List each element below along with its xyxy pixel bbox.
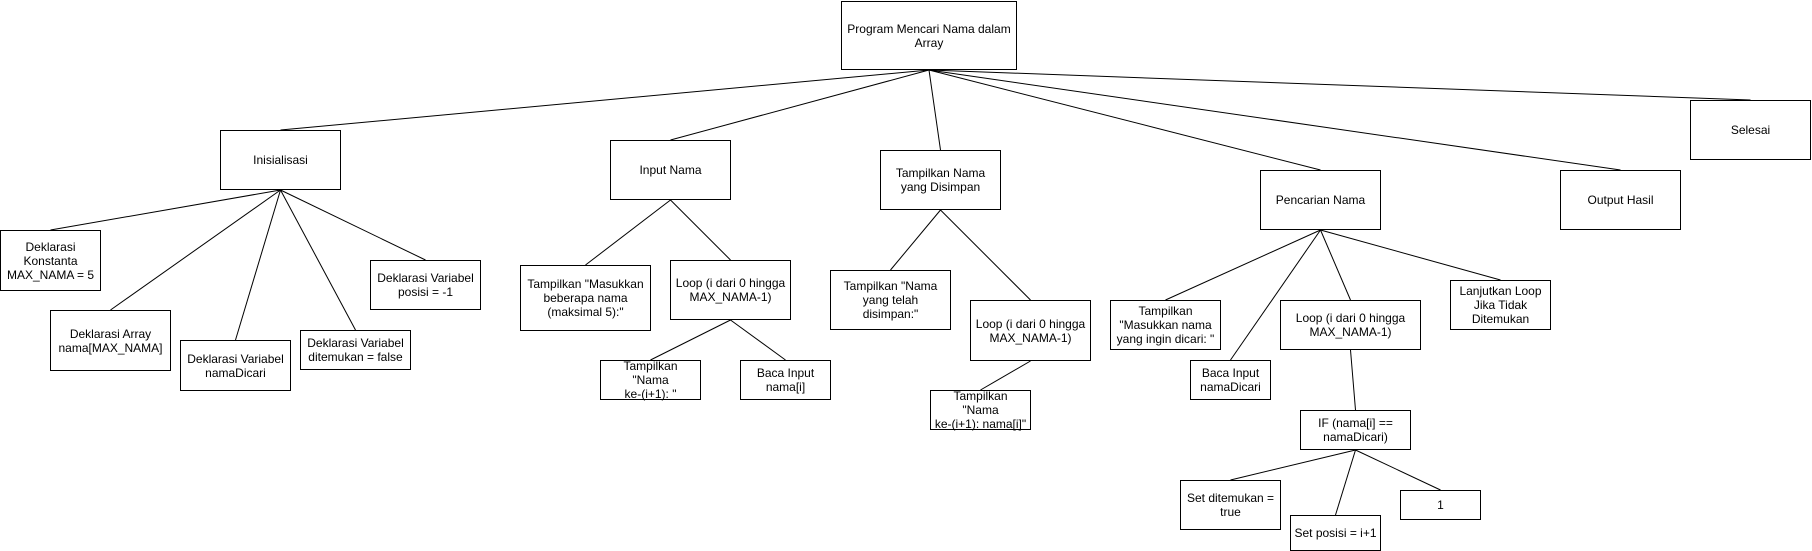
connector-init-dvd	[280, 189, 356, 331]
connector-init-da	[110, 189, 281, 311]
node-loop-input: Loop (i dari 0 hingga MAX_NAMA-1)	[670, 260, 791, 320]
node-root: Program Mencari Nama dalam Array	[841, 1, 1017, 70]
node-tampilkan-nama-ke-i: Tampilkan "Nama ke-(i+1): nama[i]"	[930, 389, 1031, 431]
connector-root-search	[928, 69, 1321, 171]
node-deklarasi-posisi: Deklarasi Variabel posisi = -1	[370, 260, 481, 310]
node-tampilkan-masukkan-cari: Tampilkan "Masukkan nama yang ingin dica…	[1110, 300, 1221, 350]
node-inisialisasi: Inisialisasi	[220, 130, 341, 190]
connector-init-dvn	[235, 189, 281, 341]
node-input-nama: Input Nama	[610, 140, 731, 200]
connector-loop3-if	[1350, 349, 1356, 411]
connector-search-bind	[1230, 229, 1321, 361]
node-loop-cari: Loop (i dari 0 hingga MAX_NAMA-1)	[1280, 300, 1421, 350]
node-tampilkan-masukkan: Tampilkan "Masukkan beberapa nama (maksi…	[520, 265, 651, 331]
connector-input-tm	[585, 199, 671, 266]
connector-search-loop3	[1320, 229, 1351, 301]
connector-if-setd	[1230, 449, 1356, 481]
connector-search-lanjut	[1320, 229, 1501, 281]
node-set-posisi: Set posisi = i+1	[1290, 515, 1381, 551]
connector-root-show	[928, 69, 941, 151]
connector-show-tny	[890, 209, 941, 271]
connector-root-output	[928, 69, 1621, 171]
node-tampilkan-nama-disimpan: Tampilkan Nama yang Disimpan	[880, 150, 1001, 210]
node-one: 1	[1400, 490, 1481, 520]
node-deklarasi-konstanta: Deklarasi Konstanta MAX_NAMA = 5	[0, 230, 101, 291]
connector-loop1-tnk	[650, 319, 731, 361]
connector-input-loop1	[670, 199, 731, 261]
connector-init-dk	[50, 189, 281, 231]
node-lanjutkan-loop: Lanjutkan Loop Jika Tidak Ditemukan	[1450, 280, 1551, 330]
connector-root-init	[280, 69, 930, 131]
connector-init-dvp	[280, 189, 426, 261]
node-selesai: Selesai	[1690, 100, 1811, 160]
connector-loop2-tnk2	[980, 360, 1031, 391]
node-deklarasi-namadicari: Deklarasi Variabel namaDicari	[180, 340, 291, 391]
node-deklarasi-array: Deklarasi Array nama[MAX_NAMA]	[50, 310, 171, 371]
node-deklarasi-ditemukan: Deklarasi Variabel ditemukan = false	[300, 330, 411, 370]
connector-if-setp	[1335, 449, 1356, 516]
connector-root-end	[928, 69, 1751, 101]
node-tampilkan-nama-ke: Tampilkan "Nama ke-(i+1): "	[600, 359, 701, 401]
node-loop-tampil: Loop (i dari 0 hingga MAX_NAMA-1)	[970, 300, 1091, 361]
connector-show-loop2	[940, 209, 1031, 301]
node-if: IF (nama[i] == namaDicari)	[1300, 410, 1411, 450]
node-baca-input-namadicari: Baca Input namaDicari	[1190, 360, 1271, 400]
connector-root-input	[670, 69, 930, 141]
node-pencarian-nama: Pencarian Nama	[1260, 170, 1381, 230]
connector-search-tmc	[1165, 229, 1321, 301]
connector-loop1-bin	[730, 319, 786, 361]
node-set-ditemukan: Set ditemukan = true	[1180, 480, 1281, 530]
node-output-hasil: Output Hasil	[1560, 170, 1681, 230]
node-baca-input-nama: Baca Input nama[i]	[740, 360, 831, 400]
node-tampilkan-nama-telah: Tampilkan "Nama yang telah disimpan:"	[830, 270, 951, 330]
connector-if-one	[1355, 449, 1441, 491]
